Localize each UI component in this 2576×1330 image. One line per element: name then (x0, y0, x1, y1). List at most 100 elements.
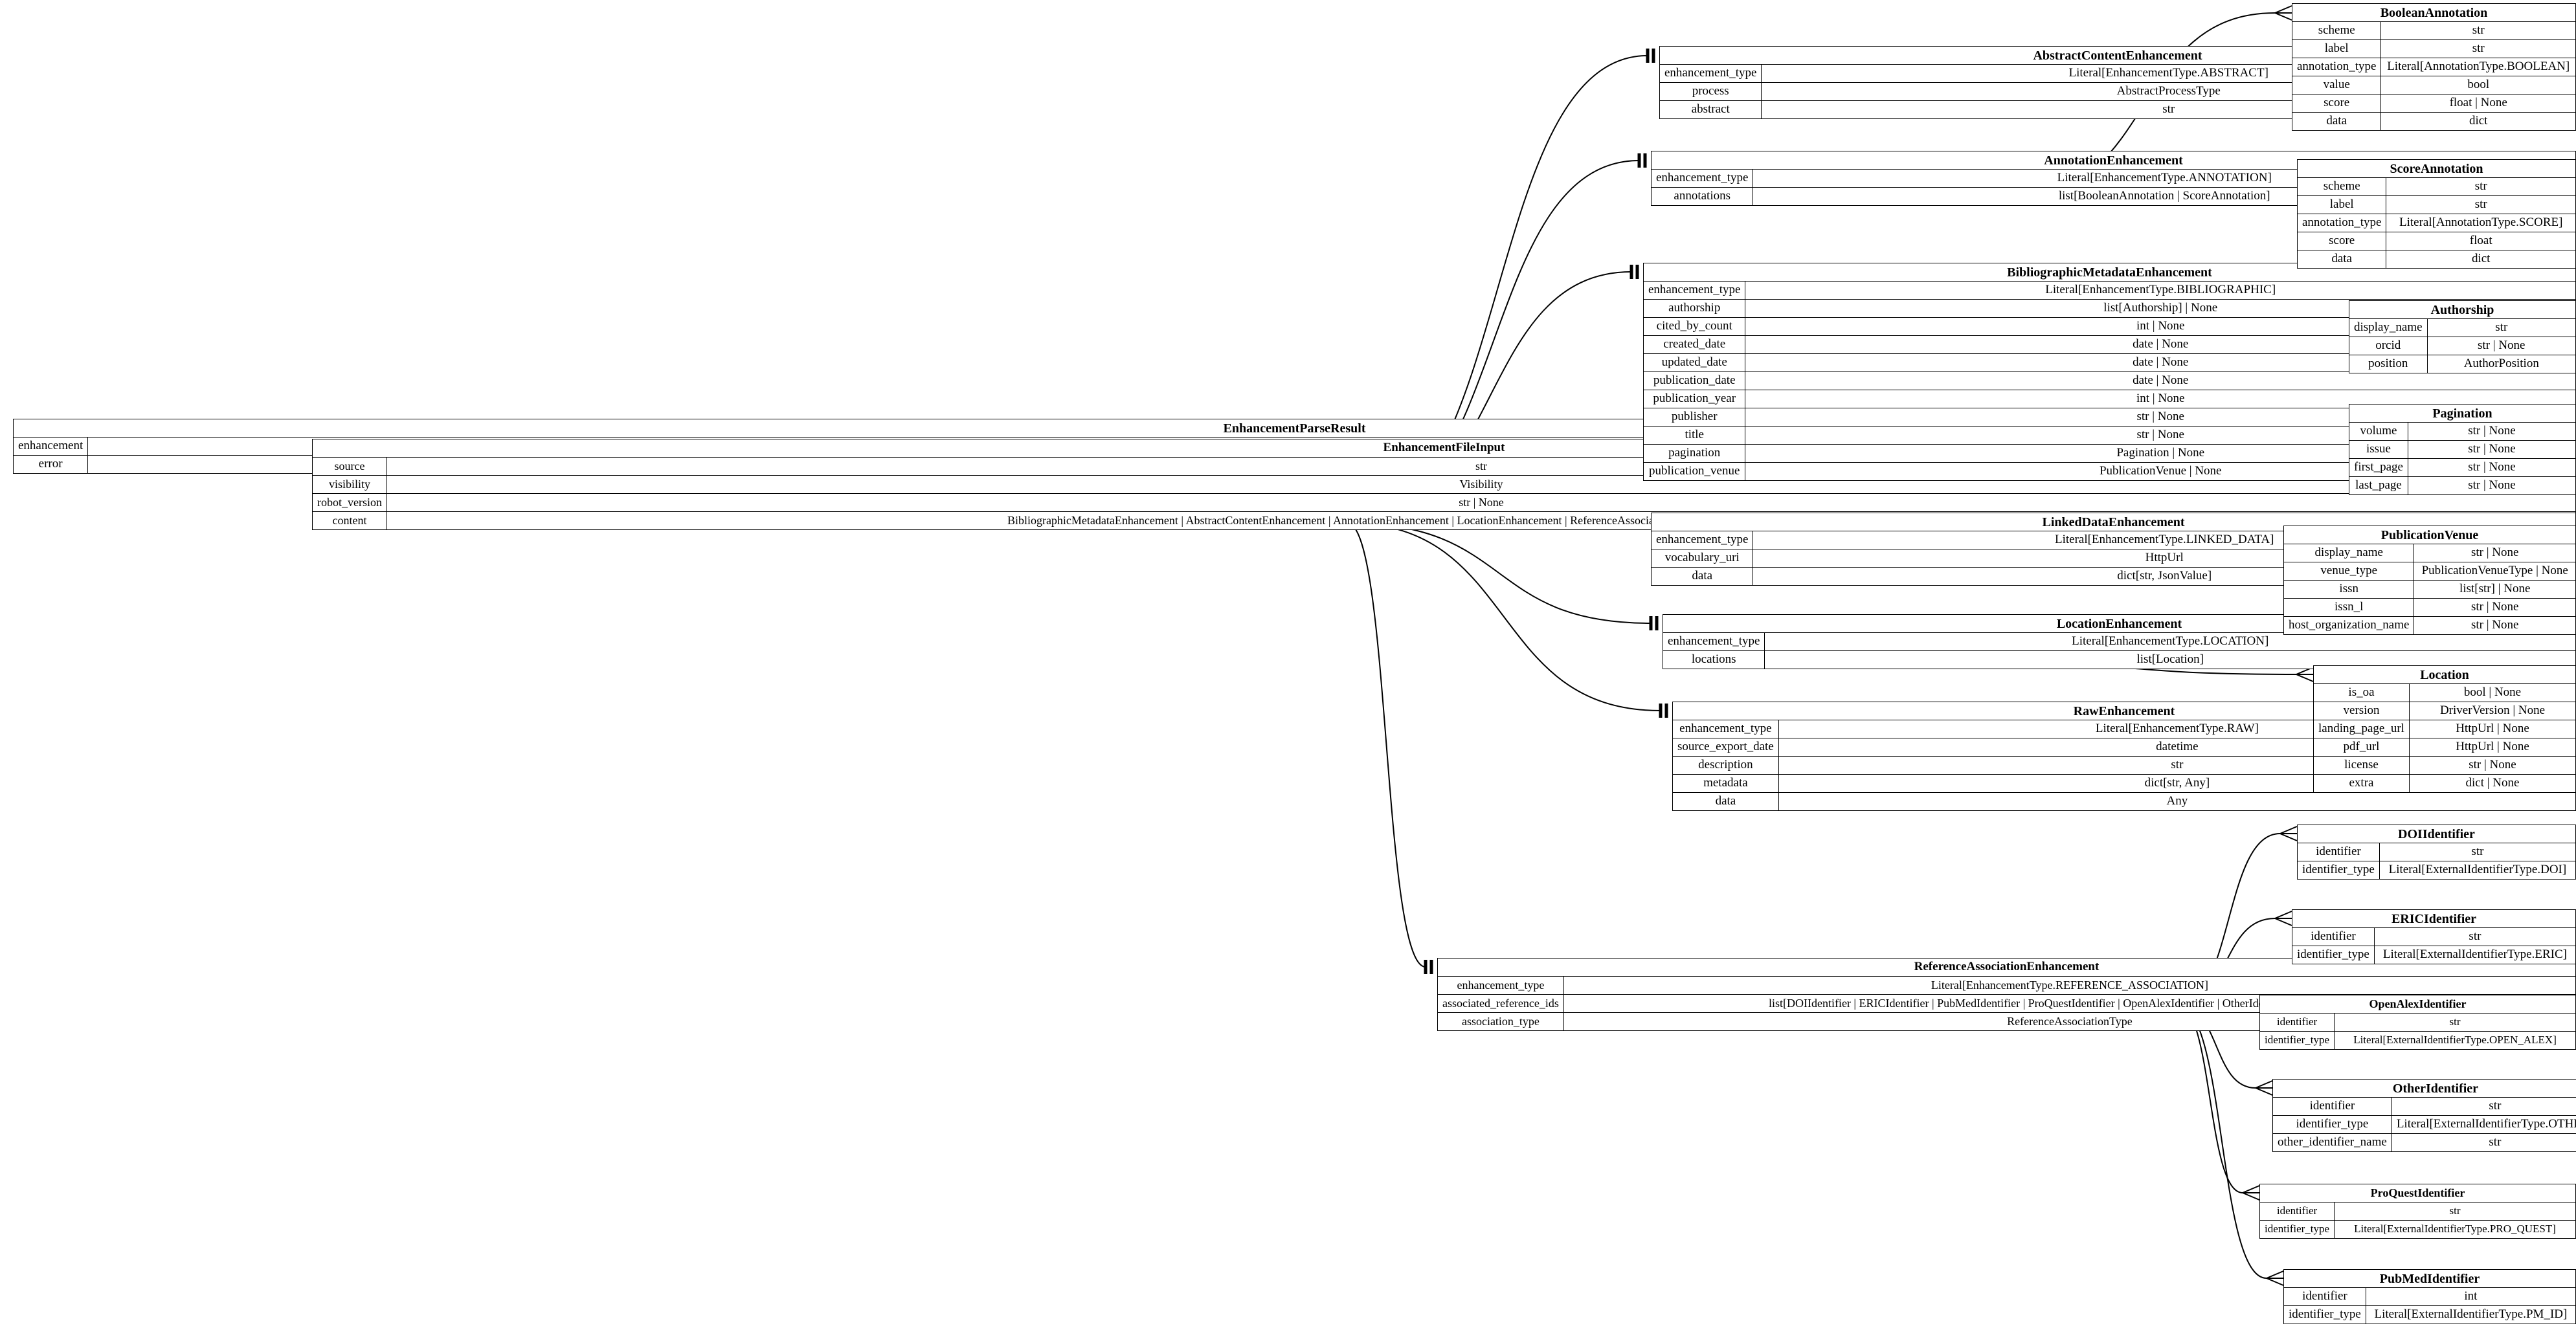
field-type: PublicationVenueType | None (2414, 562, 2576, 581)
field-name: last_page (2349, 476, 2408, 495)
field-name: label (2291, 39, 2382, 58)
field-name: landing_page_url (2313, 720, 2410, 738)
field-type: str (2386, 195, 2576, 214)
field-name: issn_l (2283, 598, 2415, 617)
field-type: Literal[ExternalIdentifierType.PM_ID] (2365, 1305, 2576, 1324)
field-type: str | None (2407, 458, 2576, 477)
field-name: data (1650, 567, 1754, 586)
field-type: Literal[AnnotationType.SCORE] (2386, 214, 2576, 232)
field-type: Literal[ExternalIdentifierType.DOI] (2379, 861, 2576, 880)
field-type: HttpUrl | None (2408, 720, 2576, 738)
field-type: str | None (2407, 440, 2576, 459)
field-name: issn (2283, 580, 2415, 599)
field-type: Literal[ExternalIdentifierType.OPEN_ALEX… (2334, 1031, 2576, 1050)
field-type: str (2334, 1013, 2576, 1032)
field-name: is_oa (2313, 683, 2410, 702)
field-name: cited_by_count (1642, 317, 1746, 336)
field-name: label (2296, 195, 2387, 214)
field-name: identifier (2259, 1013, 2335, 1032)
field-name: robot_version (312, 493, 387, 512)
field-type: Literal[EnhancementType.REFERENCE_ASSOCI… (1563, 976, 2576, 995)
field-name: identifier (2292, 927, 2375, 946)
field-name: created_date (1642, 335, 1746, 354)
field-name: value (2291, 76, 2382, 94)
field-name: display_name (2349, 318, 2428, 337)
entity-title: PublicationVenue (2283, 526, 2576, 544)
field-type: Literal[EnhancementType.LOCATION] (1764, 632, 2576, 651)
field-name: venue_type (2283, 562, 2415, 581)
field-name: enhancement_type (1437, 976, 1564, 995)
field-type: str | None (386, 493, 2576, 512)
entity-title: OtherIdentifier (2272, 1079, 2576, 1098)
cardinality-many-crowfoot (2274, 911, 2292, 926)
field-name: data (2296, 250, 2387, 269)
field-name: data (1672, 792, 1779, 811)
edge-content-to-rawenhancement (1347, 522, 1661, 711)
entity-title: Authorship (2349, 300, 2576, 319)
field-type: str (2373, 927, 2576, 946)
field-type: dict | None (2408, 774, 2576, 793)
field-type: str (2391, 1133, 2576, 1152)
field-type: list[str] | None (2414, 580, 2576, 599)
field-name: scheme (2291, 21, 2382, 40)
field-name: identifier (2272, 1097, 2392, 1116)
field-name: visibility (312, 475, 387, 494)
field-name: error (12, 455, 89, 474)
edge-content-to-locationenhancement (1347, 522, 1652, 624)
field-name: position (2349, 355, 2428, 373)
field-type: str | None (2407, 422, 2576, 441)
field-name: identifier_type (2272, 1115, 2392, 1134)
field-name: score (2291, 94, 2382, 113)
field-type: str | None (2414, 598, 2576, 617)
field-name: authorship (1642, 299, 1746, 318)
field-name: identifier (2297, 843, 2380, 861)
entity-title: BooleanAnnotation (2292, 3, 2576, 22)
cardinality-many-crowfoot (2296, 667, 2314, 682)
field-name: extra (2313, 774, 2410, 793)
field-name: associated_reference_ids (1437, 994, 1564, 1013)
field-type: bool (2380, 76, 2576, 94)
field-name: scheme (2296, 177, 2387, 196)
field-type: int (2365, 1287, 2576, 1306)
field-type: Literal[ExternalIdentifierType.ERIC] (2373, 946, 2576, 964)
field-type: str (2426, 318, 2576, 337)
field-name: locations (1662, 650, 1765, 669)
field-name: pagination (1642, 444, 1746, 463)
field-name: publication_venue (1642, 462, 1746, 481)
cardinality-many-crowfoot (2266, 1270, 2284, 1286)
